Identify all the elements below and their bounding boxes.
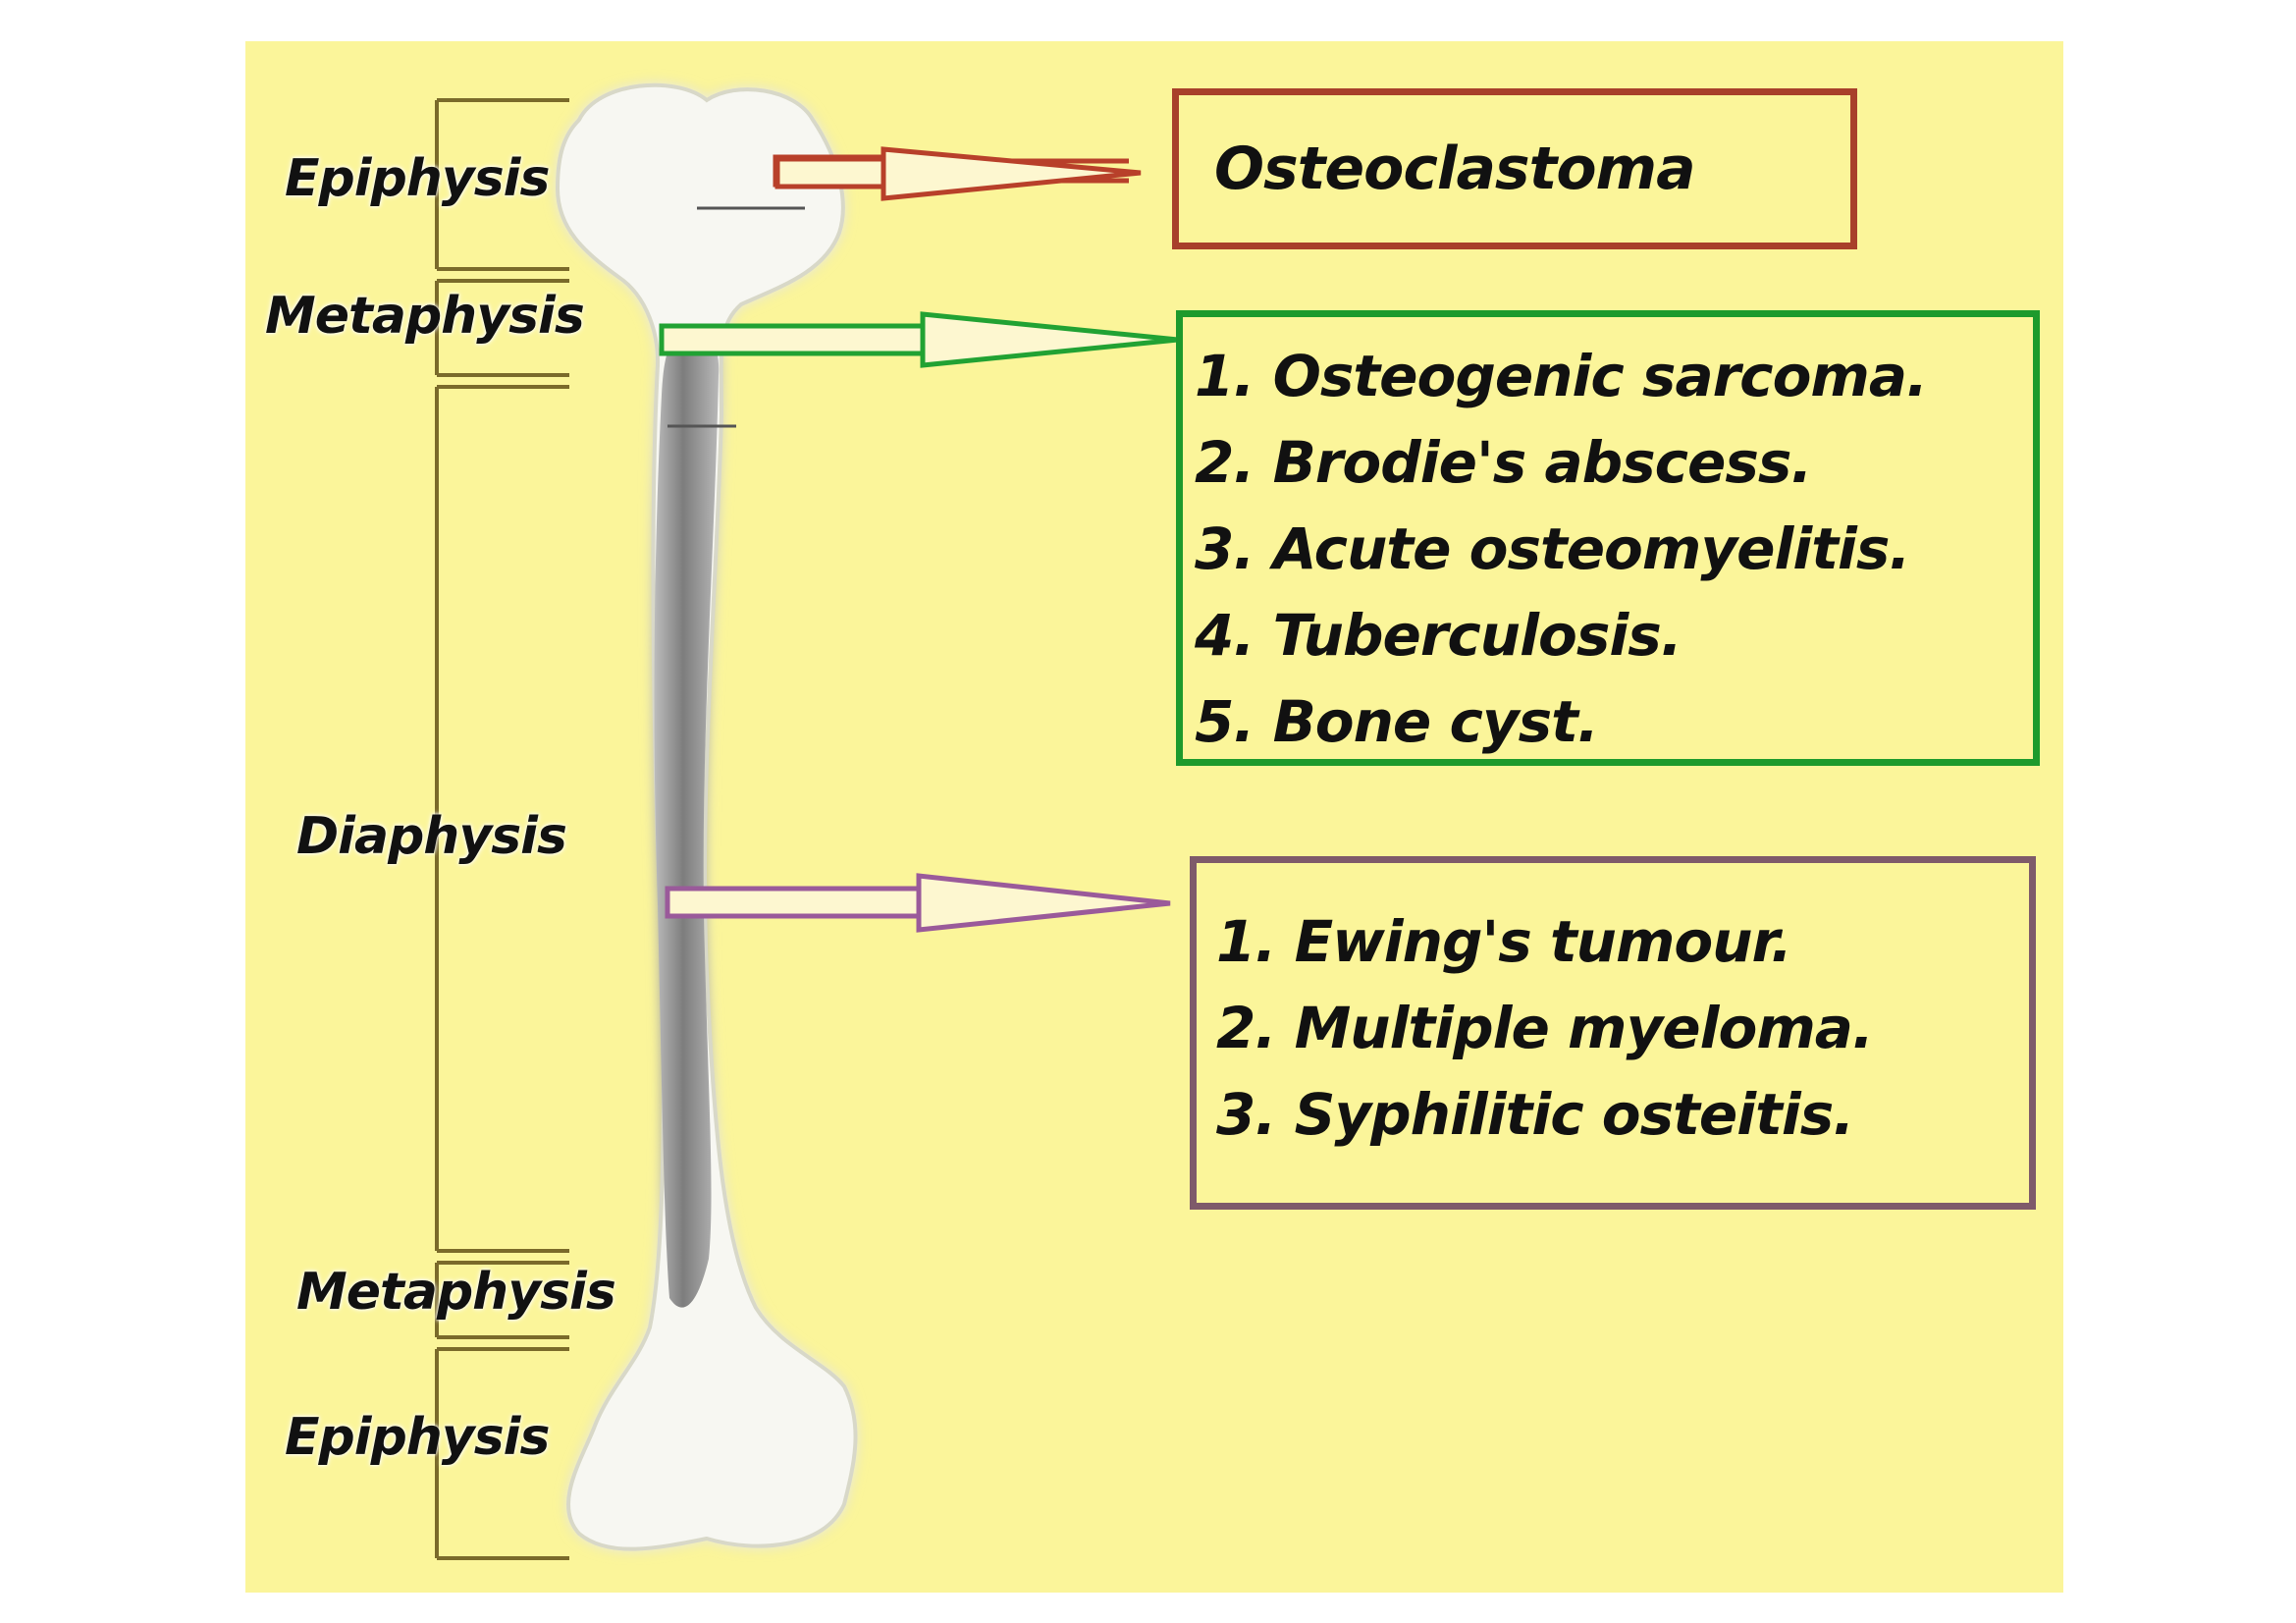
- label-diaphysis: Diaphysis: [296, 807, 567, 866]
- list-item: 2. Brodie's abscess.: [1195, 429, 1812, 496]
- list-item: 3. Acute osteomyelitis.: [1195, 515, 1910, 582]
- osteoclastoma-title: Osteoclastoma: [1214, 135, 1696, 203]
- medullary-cavity: [654, 334, 720, 1308]
- label-metaphysis-top: Metaphysis: [265, 287, 585, 346]
- list-item: 1. Ewing's tumour.: [1216, 908, 1792, 975]
- arrow-diaphysis-head: [916, 873, 1171, 933]
- bracket-diaphysis: [435, 385, 569, 1253]
- list-item: 3. Syphilitic osteitis.: [1216, 1081, 1854, 1148]
- list-item: 5. Bone cyst.: [1195, 688, 1599, 755]
- list-item: 4. Tuberculosis.: [1195, 602, 1682, 669]
- bone-illustration: [435, 82, 1179, 1560]
- arrow-epiphysis: [773, 146, 1142, 201]
- list-item: 2. Multiple myeloma.: [1216, 995, 1874, 1061]
- arrow-epiphysis-head: [881, 146, 1142, 201]
- bracket-epiphysis-top: [435, 98, 569, 271]
- arrow-metaphysis-stem: [659, 323, 926, 356]
- label-epiphysis-bottom: Epiphysis: [285, 1408, 550, 1467]
- label-epiphysis-top: Epiphysis: [285, 149, 550, 208]
- list-item: 1. Osteogenic sarcoma.: [1195, 343, 1928, 409]
- arrow-metaphysis: [659, 311, 1179, 368]
- arrow-diaphysis-stem: [665, 886, 922, 919]
- arrow-metaphysis-head: [920, 311, 1179, 368]
- arrow-diaphysis: [665, 873, 1171, 933]
- bracket-epiphysis-bottom: [435, 1347, 569, 1560]
- region-brackets: [435, 98, 569, 1560]
- osteoclastoma-box: Osteoclastoma: [1172, 88, 1857, 249]
- metaphysis-lesions-list: 1. Osteogenic sarcoma. 2. Brodie's absce…: [1195, 333, 1928, 765]
- bone-tumour-diagram: Epiphysis Metaphysis Diaphysis Metaphysi…: [245, 41, 2063, 1593]
- bone-outline: [555, 82, 858, 1551]
- bracket-metaphysis-top: [435, 279, 569, 377]
- label-metaphysis-bottom: Metaphysis: [296, 1263, 616, 1322]
- diaphysis-lesions-list: 1. Ewing's tumour. 2. Multiple myeloma. …: [1216, 898, 1874, 1158]
- growth-marks: [667, 206, 805, 428]
- arrow-epiphysis-stem: [774, 156, 886, 189]
- femur-shape: [555, 82, 858, 1551]
- diaphysis-lesions-box: 1. Ewing's tumour. 2. Multiple myeloma. …: [1190, 856, 2036, 1210]
- metaphysis-lesions-box: 1. Osteogenic sarcoma. 2. Brodie's absce…: [1176, 310, 2040, 766]
- bracket-metaphysis-bottom: [435, 1261, 569, 1339]
